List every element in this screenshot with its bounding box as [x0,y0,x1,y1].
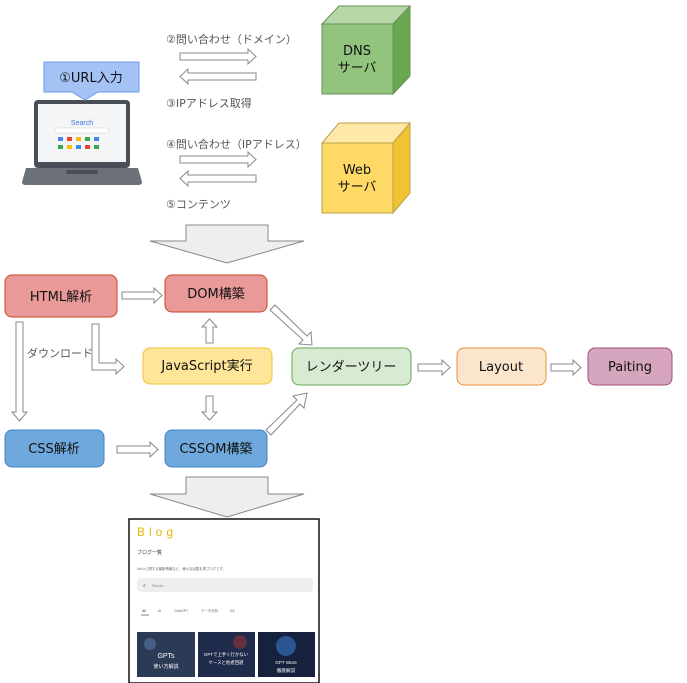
render-tree-label: レンダーツリー [306,360,397,375]
dom-build-box: DOM構築 [164,274,268,313]
web-server-cube: Web サーバ [320,121,412,215]
blog-tab[interactable]: All [142,609,146,613]
thumbnail-title: GPT Store [275,660,297,665]
blog-tab[interactable]: データ分析 [201,608,219,613]
dom-build-label: DOM構築 [187,287,244,302]
blog-tab[interactable]: AI [158,609,161,613]
thumbnail-subtitle: 使い方解説 [153,663,178,670]
blog-subtitle: ブログ一覧 [137,549,162,556]
blog-search-input[interactable] [137,578,313,592]
arrow-js-to-cssom [200,395,219,421]
rendered-blog-page: Blog ブログ一覧 NoLoと関する最新情報など、様々な記載を掲ブログです。 … [128,518,320,683]
arrow-cssom-to-render [265,392,308,436]
thumbnail-title: GPTs [157,653,175,660]
thumbnail-title: GPTで上手く行かない [204,651,249,658]
arrow-js-to-dom [200,318,219,344]
html-parse-box: HTML解析 [4,274,118,318]
url-input-callout: ①URL入力 [43,61,140,101]
layout-label: Layout [479,360,523,375]
web-query-arrow [179,150,257,169]
web-response-arrow [179,169,257,188]
blog-description: NoLoと関する最新情報など、様々な記載を掲ブログです。 [137,566,226,571]
cssom-build-box: CSSOM構築 [164,429,268,468]
web-response-label: ⑤コンテンツ [166,198,231,211]
arrow-render-to-layout [417,358,451,377]
dns-server-label-1: DNS [343,44,371,59]
blog-tab[interactable]: ChatGPT [174,609,188,613]
arrow-dom-to-render [269,304,313,346]
dns-server-label-2: サーバ [338,61,377,76]
css-parse-box: CSS解析 [4,429,105,468]
layout-box: Layout [456,347,547,386]
blog-tab[interactable]: DX [230,609,235,613]
painting-label: Paiting [608,360,652,375]
arrow-html-to-js [91,323,125,376]
painting-box: Paiting [587,347,673,386]
browser-search-word: Search [71,120,93,127]
blog-thumbnail[interactable]: GPTs 使い方解説 [137,632,195,677]
javascript-box: JavaScript実行 [142,347,273,385]
render-tree-box: レンダーツリー [291,347,412,386]
css-parse-label: CSS解析 [28,442,80,457]
arrow-css-to-cssom [116,440,159,459]
blog-thumbnail[interactable]: GPT Store 徹底解説 [258,632,315,677]
big-down-arrow-bottom [149,476,305,518]
web-server-label-1: Web [343,163,371,178]
html-parse-label: HTML解析 [30,290,92,305]
blog-thumbnail[interactable]: GPTで上手く行かない ケースと他者回避 [198,632,255,677]
dns-query-arrow [179,47,257,66]
dns-response-arrow [179,67,257,86]
download-label: ダウンロード [27,346,93,360]
cssom-build-label: CSSOM構築 [179,442,252,457]
blog-title: Blog [137,525,177,539]
browser-shortcut-dots [58,137,99,149]
web-query-label: ④問い合わせ（IPアドレス） [166,137,307,151]
thumbnail-subtitle: ケースと他者回避 [209,659,245,666]
arrow-layout-to-painting [550,358,582,377]
dns-response-label: ③IPアドレス取得 [166,97,252,110]
big-down-arrow-top [149,224,305,264]
search-icon: ⌕ [143,583,146,589]
thumbnail-subtitle: 徹底解説 [277,667,296,674]
dns-server-cube: DNS サーバ [320,4,412,96]
arrow-html-to-css [10,321,29,422]
laptop-icon: Search [22,100,142,185]
javascript-label: JavaScript実行 [160,358,252,374]
blog-tab-list: All AI ChatGPT データ分析 DX [141,608,235,616]
arrow-html-to-dom [121,286,163,305]
dns-query-label: ②問い合わせ（ドメイン） [166,32,297,46]
url-input-label: ①URL入力 [59,71,122,86]
web-server-label-2: サーバ [338,180,377,195]
blog-search-placeholder: Search [152,584,163,588]
